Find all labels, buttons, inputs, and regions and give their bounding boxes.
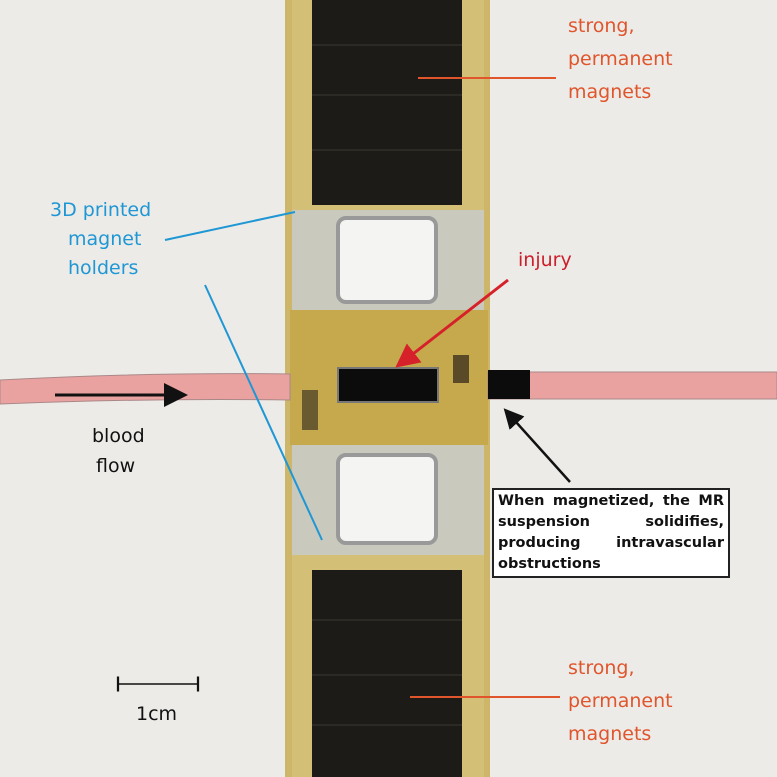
label-line: strong, [568,657,635,679]
bottom-magnet [312,570,462,777]
blood-flow-label: blood flow [92,424,145,478]
label-line: holders [68,257,139,279]
mr-suspension-note: When magnetized, the MR suspension solid… [492,488,730,578]
note-arrow [503,408,571,483]
label-line: flow [96,455,136,477]
holder-leader-2 [204,284,323,541]
blood-vessel-tube [0,373,291,405]
label-line: permanent [568,48,673,70]
scale-label: 1cm [136,703,178,725]
holder-leader-1 [164,211,296,241]
injury-label: injury [518,249,572,271]
holders-label: 3D printed magnet holders [50,198,151,280]
lower-window [336,453,438,545]
label-line: 3D printed [50,199,152,221]
magnets-label-bottom: strong, permanent magnets [568,656,673,746]
label-line: magnet [68,228,142,250]
top-magnet [312,0,462,205]
upper-window [336,216,438,304]
label-line: magnets [568,81,652,103]
injury-arrow [395,278,509,368]
mr-plug-outer [488,370,530,399]
magnets-label-top: strong, permanent magnets [568,14,673,104]
label-line: magnets [568,723,652,745]
label-line: permanent [568,690,673,712]
label-line: strong, [568,15,635,37]
label-line: blood [92,425,145,447]
mr-plug [337,367,439,403]
